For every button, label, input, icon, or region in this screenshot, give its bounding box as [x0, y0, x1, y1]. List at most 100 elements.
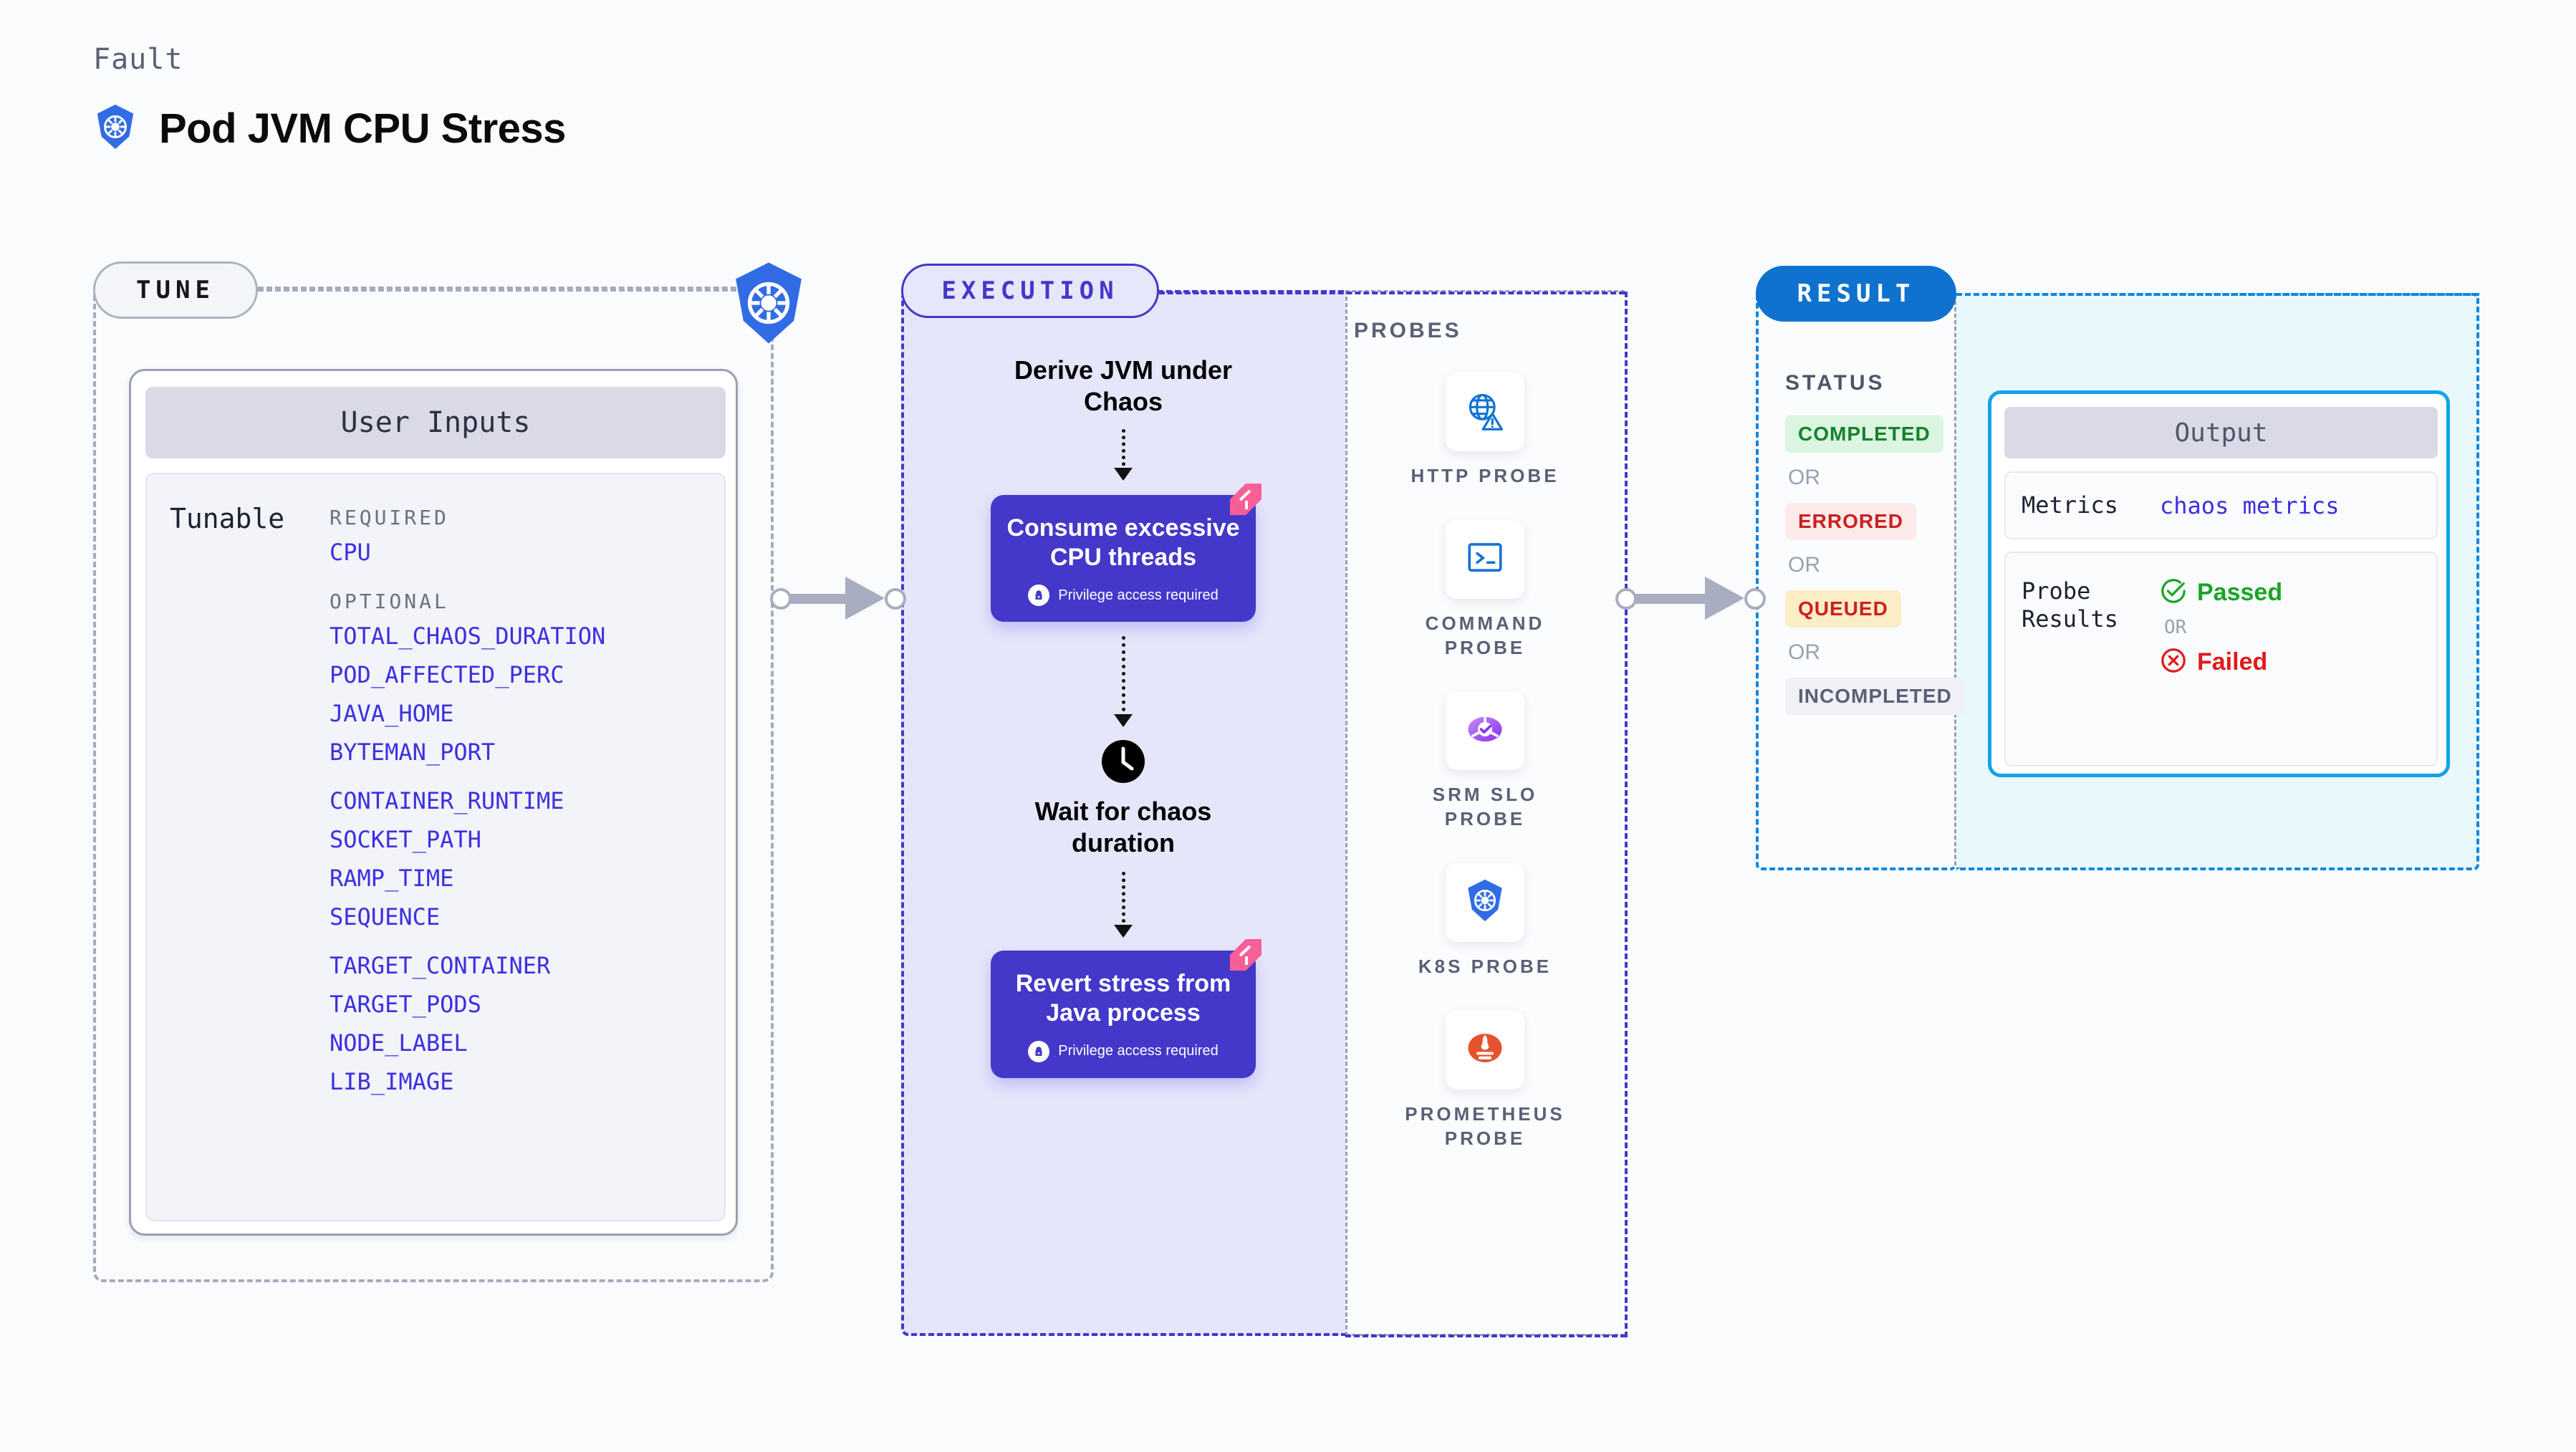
probe-label: SRM SLO PROBE: [1432, 784, 1538, 830]
probe-tile: [1446, 372, 1524, 451]
result-status-panel: [1756, 292, 1956, 870]
privilege-note-text: Privilege access required: [1058, 587, 1219, 603]
connector-start-dot: [770, 588, 792, 610]
kubernetes-icon: [93, 103, 138, 154]
connector-end-dot: [1744, 588, 1766, 610]
privilege-note: Privilege access required: [1005, 585, 1241, 607]
status-title: STATUS: [1785, 371, 1885, 395]
kubernetes-icon: [1464, 878, 1506, 926]
param-sequence[interactable]: SEQUENCE: [330, 903, 441, 931]
execution-flow: Derive JVM under Chaos Consume excessive…: [901, 290, 1345, 1336]
terminal-icon: [1464, 537, 1506, 582]
failed-label: Failed: [2197, 648, 2268, 675]
param-node-label[interactable]: NODE_LABEL: [330, 1029, 468, 1057]
lock-icon: [1028, 1040, 1050, 1062]
connector-end-dot: [885, 588, 906, 610]
param-lib-image[interactable]: LIB_IMAGE: [330, 1068, 454, 1095]
step-revert-stress-label: Revert stress from Java process: [1015, 970, 1231, 1027]
probe-tile: [1446, 691, 1524, 771]
status-badge-queued: QUEUED: [1785, 590, 1901, 628]
probe-tile: [1446, 1010, 1524, 1090]
metrics-key: Metrics: [2022, 491, 2118, 519]
probe-label: HTTP PROBE: [1410, 465, 1559, 486]
param-target-container[interactable]: TARGET_CONTAINER: [330, 952, 551, 979]
optional-group-title: OPTIONAL: [330, 590, 449, 613]
probes-panel: [1345, 290, 1625, 1336]
page-title-row: Pod JVM CPU Stress: [93, 103, 566, 154]
param-byteman-port[interactable]: BYTEMAN_PORT: [330, 739, 496, 766]
param-java-home[interactable]: JAVA_HOME: [330, 700, 454, 727]
connector-arrowhead: [845, 577, 885, 620]
lock-icon: [1028, 585, 1050, 607]
litmus-flag-icon: [1224, 478, 1272, 525]
step-wait-chaos-label: Wait for chaos duration: [1034, 797, 1212, 858]
probe-results-values: Passed OR Failed: [2160, 577, 2282, 678]
flow-arrow-1: [1114, 428, 1133, 481]
passed-label: Passed: [2197, 579, 2283, 606]
tune-stage-badge[interactable]: TUNE: [93, 261, 258, 319]
param-pod-affected-perc[interactable]: POD_AFFECTED_PERC: [330, 661, 564, 688]
metrics-value-link[interactable]: chaos metrics: [2160, 491, 2340, 519]
tunable-parameter-list: REQUIRED CPU OPTIONAL TOTAL_CHAOS_DURATI…: [330, 490, 716, 1109]
page-header: Fault Pod JVM CPU Stress: [93, 43, 566, 154]
tunable-label: Tunable: [170, 503, 285, 534]
probe-item-srm-slo[interactable]: SRM SLO PROBE: [1378, 691, 1592, 832]
param-socket-path[interactable]: SOCKET_PATH: [330, 826, 481, 853]
probe-list: HTTP PROBE COMMAND PROBE: [1345, 372, 1625, 1150]
globe-warning-icon: [1464, 389, 1506, 436]
probe-item-k8s[interactable]: K8S PROBE: [1378, 862, 1592, 979]
user-inputs-title: User Inputs: [145, 387, 726, 458]
or-label: OR: [1788, 466, 1820, 489]
step-derive-jvm-label: Derive JVM under Chaos: [1014, 355, 1233, 416]
user-inputs-card: User Inputs Tunable REQUIRED CPU OPTIONA…: [129, 369, 738, 1236]
privilege-note-text: Privilege access required: [1058, 1043, 1219, 1059]
tune-top-dashed-connector: [258, 289, 754, 292]
required-group-title: REQUIRED: [330, 506, 449, 529]
check-circle-icon: [2160, 577, 2187, 608]
status-badge-completed: COMPLETED: [1785, 415, 1943, 453]
param-cpu[interactable]: CPU: [330, 539, 371, 566]
privilege-note: Privilege access required: [1005, 1040, 1241, 1062]
output-card: Output Metrics chaos metrics Probe Resul…: [1988, 390, 2450, 777]
param-ramp-time[interactable]: RAMP_TIME: [330, 865, 454, 892]
probe-label: K8S PROBE: [1418, 955, 1552, 977]
status-badge-incompleted: INCOMPLETED: [1785, 678, 1965, 715]
prometheus-icon: [1464, 1027, 1506, 1072]
param-target-pods[interactable]: TARGET_PODS: [330, 991, 481, 1018]
step-revert-stress-card[interactable]: Revert stress from Java process Privileg…: [991, 939, 1261, 1078]
clock-icon: [1100, 739, 1146, 784]
probe-result-passed: Passed: [2160, 577, 2282, 608]
probe-results-key: Probe Results: [2022, 577, 2118, 633]
connector-arrowhead: [1705, 577, 1744, 620]
probe-tile: [1446, 862, 1524, 942]
connector-line: [1624, 594, 1731, 604]
metrics-row: Metrics chaos metrics: [2004, 471, 2438, 539]
execution-bottom-dashed-border: [1345, 1335, 1626, 1337]
probe-item-http[interactable]: HTTP PROBE: [1378, 372, 1592, 489]
output-title: Output: [2004, 407, 2438, 458]
probe-result-failed: Failed: [2160, 647, 2282, 678]
page-title: Pod JVM CPU Stress: [159, 105, 566, 152]
probe-results-row: Probe Results Passed OR Failed: [2004, 552, 2438, 766]
execution-right-dashed-border: [1625, 292, 1628, 1337]
tune-panel: [93, 287, 774, 1282]
param-total-chaos-duration[interactable]: TOTAL_CHAOS_DURATION: [330, 622, 606, 650]
status-badge-errored: ERRORED: [1785, 503, 1917, 540]
probe-item-command[interactable]: COMMAND PROBE: [1378, 519, 1592, 660]
execution-stage-badge[interactable]: EXECUTION: [901, 264, 1159, 318]
param-container-runtime[interactable]: CONTAINER_RUNTIME: [330, 787, 564, 814]
kubernetes-icon: [726, 260, 812, 346]
probe-label: COMMAND PROBE: [1425, 612, 1545, 658]
step-consume-cpu-card[interactable]: Consume excessive CPU threads Privilege …: [991, 483, 1261, 622]
or-label: OR: [1788, 640, 1820, 664]
tunable-section: Tunable REQUIRED CPU OPTIONAL TOTAL_CHAO…: [145, 473, 726, 1221]
flow-arrow-2: [1114, 636, 1133, 728]
or-label: OR: [2164, 617, 2187, 638]
tune-to-execution-connector: [770, 577, 906, 620]
litmus-flag-icon: [1224, 933, 1272, 981]
flow-arrow-3: [1114, 872, 1133, 938]
probe-label: PROMETHEUS PROBE: [1405, 1102, 1565, 1149]
x-circle-icon: [2160, 647, 2187, 678]
result-stage-badge[interactable]: RESULT: [1756, 266, 1956, 322]
probe-item-prometheus[interactable]: PROMETHEUS PROBE: [1378, 1010, 1592, 1151]
